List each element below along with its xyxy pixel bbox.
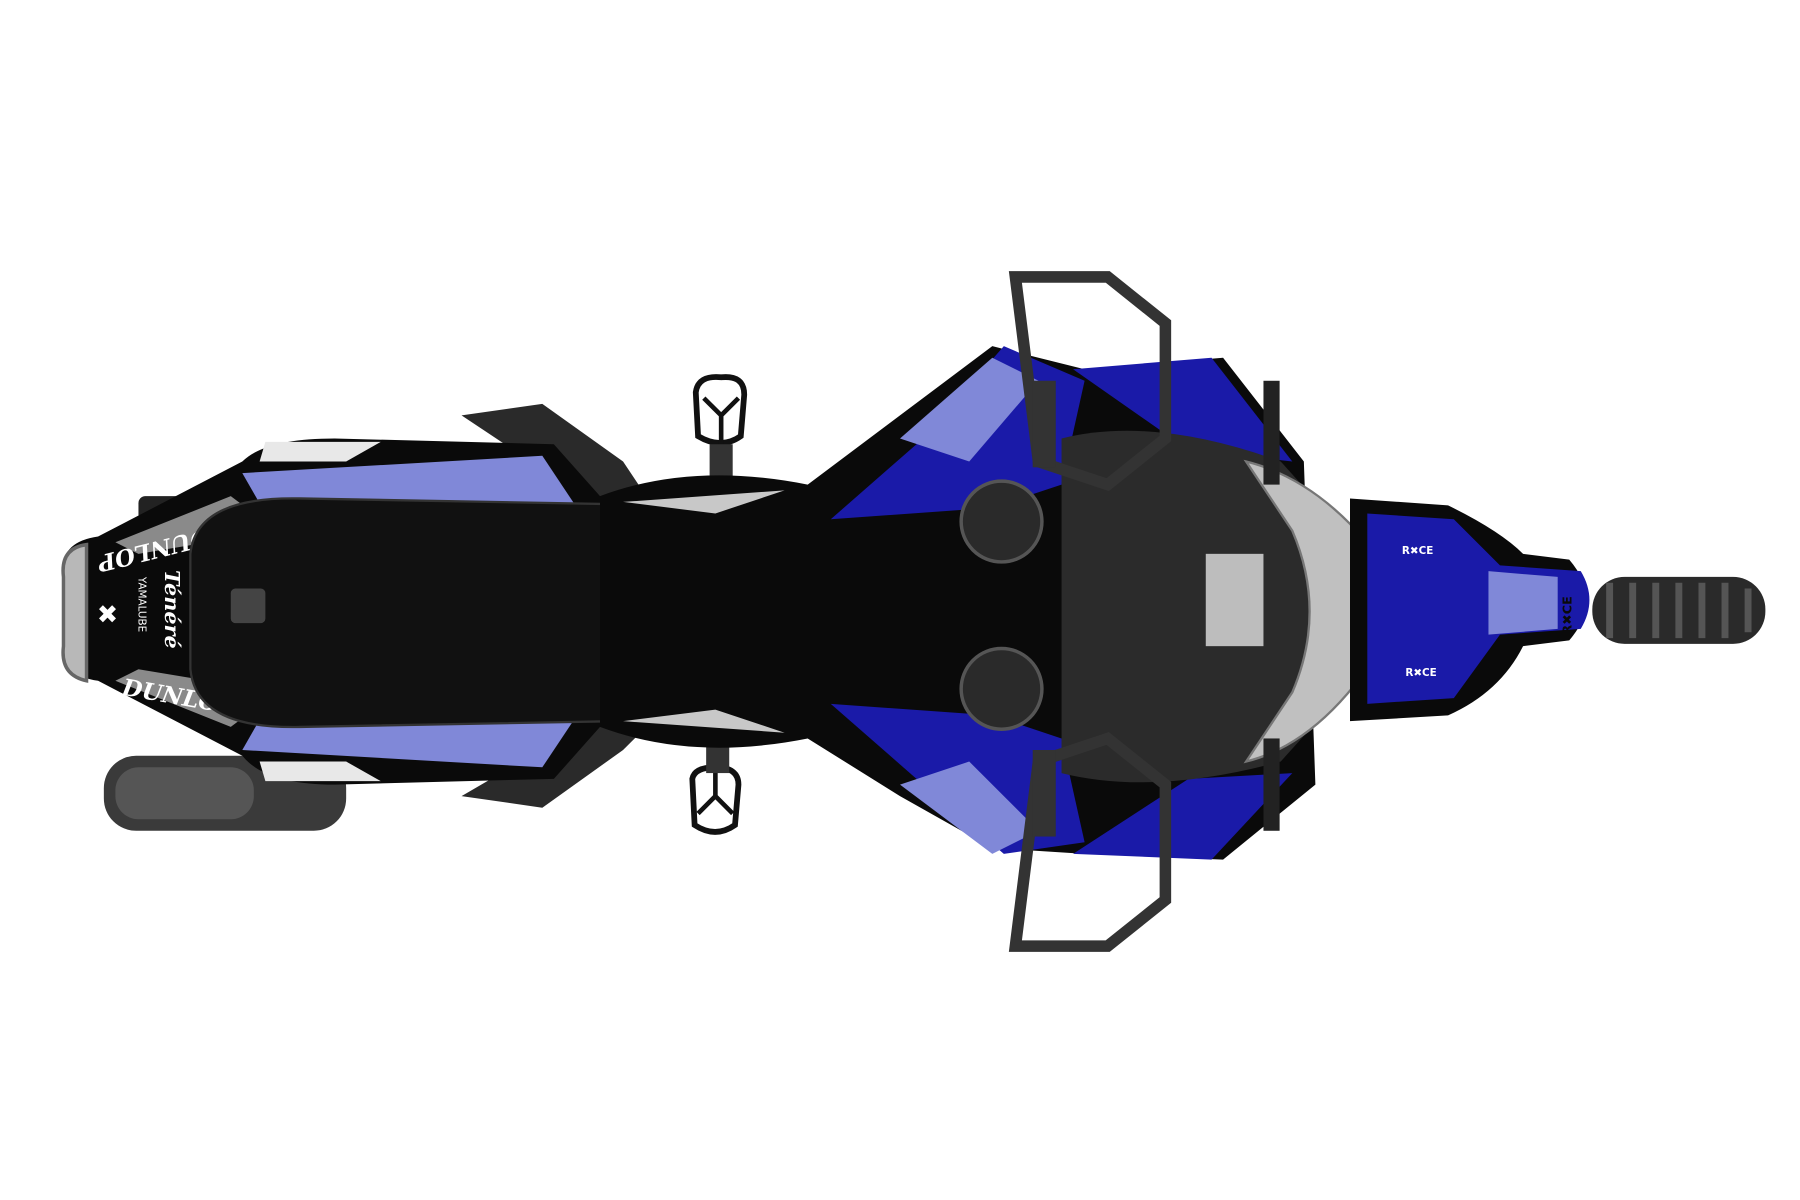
front-tire [1592, 576, 1766, 644]
fender-decal-race-3: R✖CE [1560, 596, 1575, 634]
handlebars-and-cockpit [1008, 271, 1410, 952]
tail-x-logo: ✖ [97, 599, 118, 629]
tail-decal-yamalube: YAMALUBE [135, 576, 147, 632]
fender-decal-race-2: R✖CE [1405, 667, 1436, 679]
tail-decal-tenere: Ténéré [160, 570, 184, 649]
fender-decal-race-1: R✖CE [1402, 545, 1433, 557]
front-fender: R✖CE R✖CE R✖CE [1350, 498, 1590, 722]
